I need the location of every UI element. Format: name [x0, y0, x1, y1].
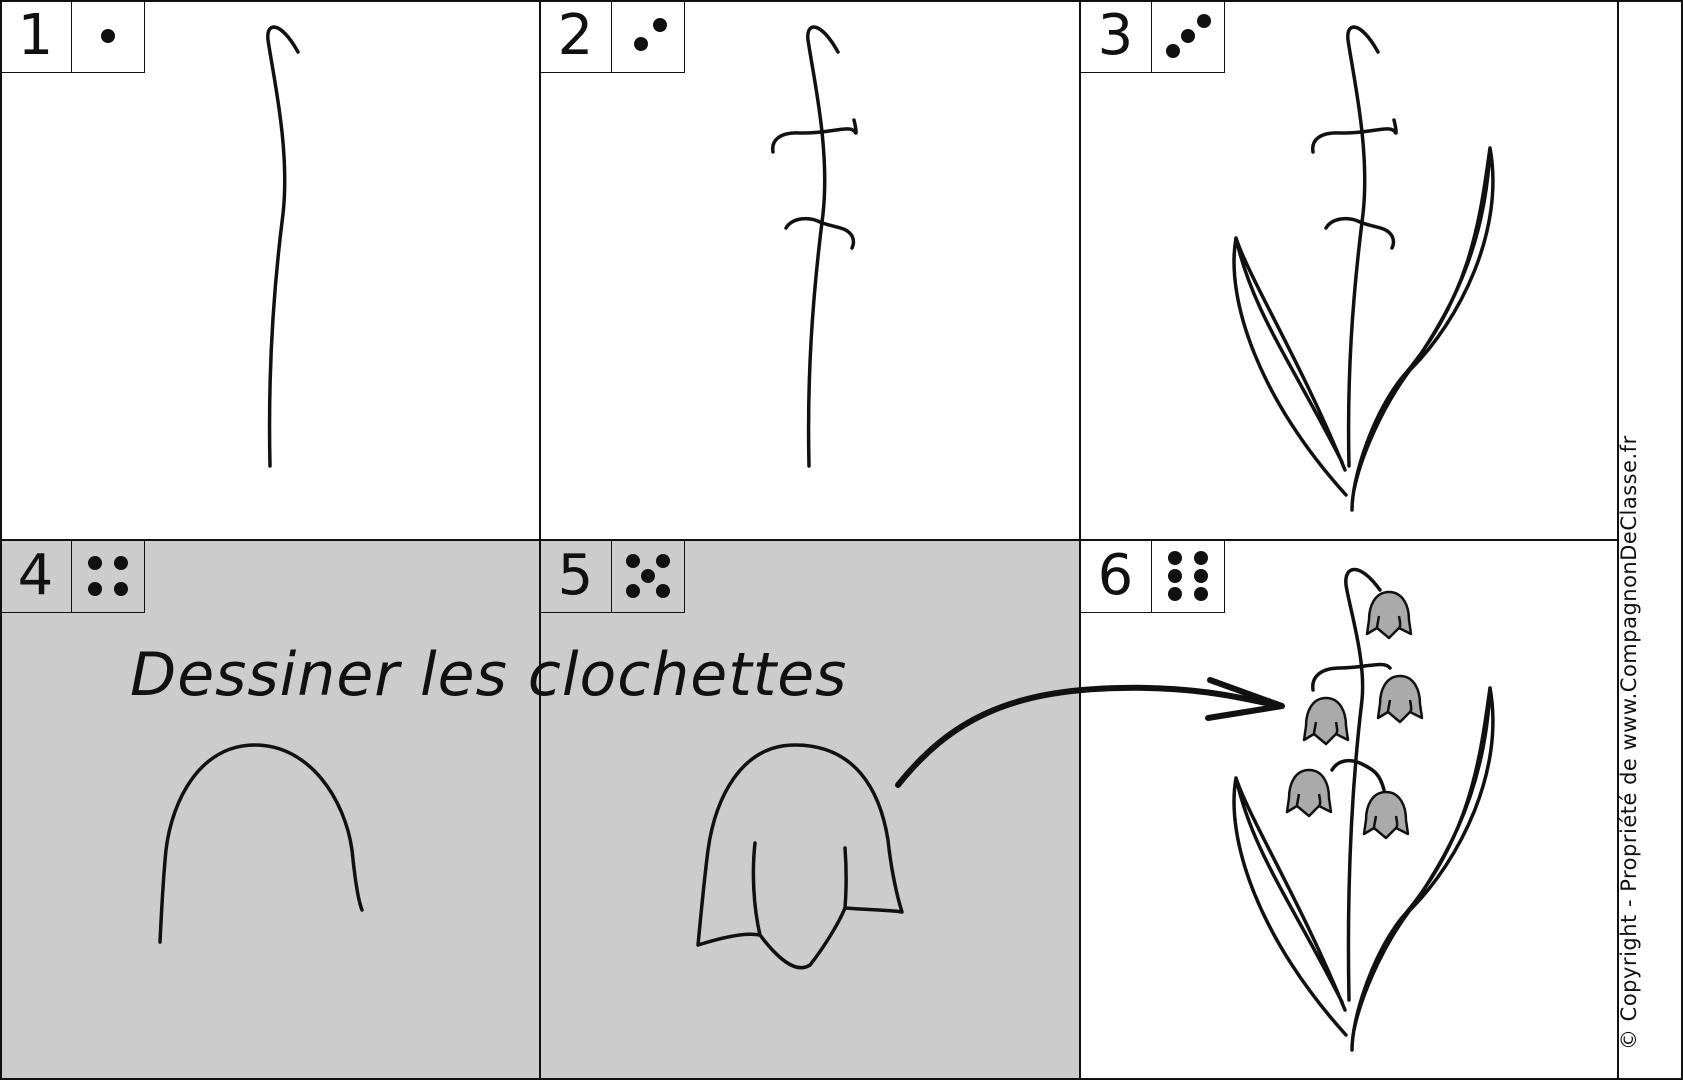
- step-number-6: 6: [1080, 540, 1152, 612]
- step-badge-3: 3: [1080, 0, 1225, 73]
- arrow-icon: [895, 677, 1285, 788]
- step2-stem-branches: [771, 25, 858, 468]
- step1-stem: [266, 25, 300, 468]
- step5-bell: [696, 743, 904, 970]
- dice-five-icon: [612, 540, 684, 612]
- step-number-3: 3: [1080, 0, 1152, 72]
- step-badge-6: 6: [1080, 540, 1225, 613]
- step-badge-1: 1: [0, 0, 145, 73]
- step-number-4: 4: [0, 540, 72, 612]
- copyright-notice: © Copyright - Propriété de www.Compagnon…: [1617, 435, 1641, 1050]
- dice-four-icon: [72, 540, 144, 612]
- dice-six-icon: [1152, 540, 1224, 612]
- step-number-1: 1: [0, 0, 72, 72]
- step-panel-2: 2: [540, 0, 1080, 540]
- step4-arch: [158, 743, 364, 944]
- dice-two-icon: [612, 0, 684, 72]
- step-number-5: 5: [540, 540, 612, 612]
- step-badge-4: 4: [0, 540, 145, 613]
- instruction-title: Dessiner les clochettes: [130, 640, 848, 710]
- step-panel-3: 3: [1080, 0, 1618, 540]
- step3-plant: [1232, 25, 1495, 512]
- dice-one-icon: [72, 0, 144, 72]
- step-badge-5: 5: [540, 540, 685, 613]
- step-badge-2: 2: [540, 0, 685, 73]
- dice-three-icon: [1152, 0, 1224, 72]
- step6-plant: [1232, 567, 1495, 1052]
- step-number-2: 2: [540, 0, 612, 72]
- step-panel-1: 1: [0, 0, 540, 540]
- step-panel-5: 5: [540, 540, 1080, 1080]
- step-panel-6: 6: [1080, 540, 1618, 1080]
- step-panel-4: 4: [0, 540, 540, 1080]
